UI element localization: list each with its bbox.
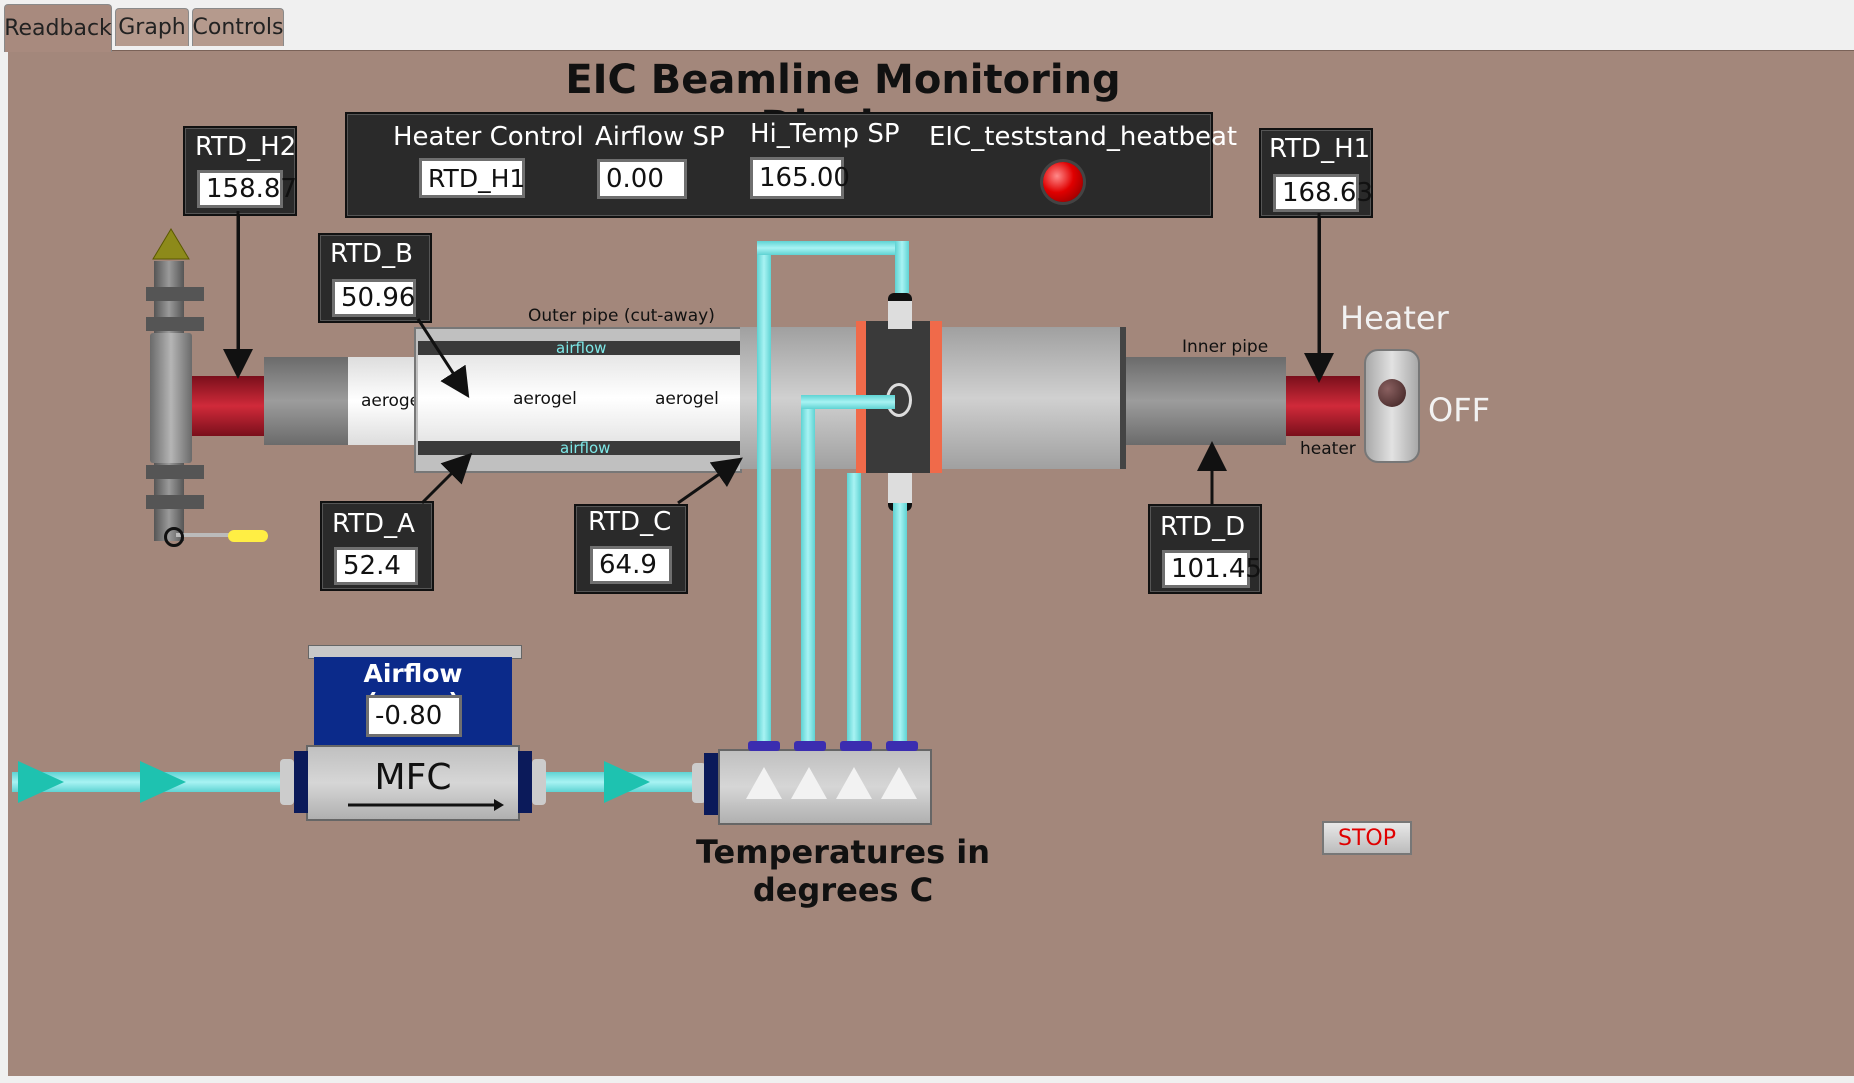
- rtd-h2-value: 158.87: [197, 170, 297, 208]
- mfc-inlet-flange: [294, 751, 308, 813]
- tube-1-vertical: [757, 241, 771, 747]
- heartbeat-label: EIC_teststand_heatbeat: [929, 122, 1238, 152]
- manifold-port-2: [794, 741, 826, 751]
- valve-flange-2: [146, 317, 204, 331]
- valve-cap-icon: [152, 228, 190, 260]
- flow-arrow-icon-2: [140, 761, 186, 803]
- rtd-h2-readout: RTD_H2 158.87: [183, 126, 297, 216]
- valve-handle: [176, 533, 244, 537]
- aerogel-left: [348, 357, 418, 445]
- stop-button[interactable]: STOP: [1322, 821, 1412, 855]
- manifold-port-3: [840, 741, 872, 751]
- rtd-b-label: RTD_B: [330, 239, 413, 269]
- rtd-a-readout: RTD_A 52.4: [320, 501, 434, 591]
- heater-state: OFF: [1428, 391, 1490, 429]
- manifold-port-1: [748, 741, 780, 751]
- left-heater: [192, 376, 266, 436]
- hi-temp-sp-label: Hi_Temp SP: [750, 119, 900, 149]
- rtd-d-label: RTD_D: [1160, 512, 1246, 542]
- mfc-outlet-flange: [518, 751, 532, 813]
- heater-toggle-switch[interactable]: [1364, 349, 1420, 463]
- airflow-sp-field[interactable]: 0.00: [597, 159, 687, 199]
- rtd-b-readout: RTD_B 50.96: [318, 233, 432, 323]
- rtd-b-value: 50.96: [332, 279, 416, 317]
- rtd-h2-label: RTD_H2: [195, 132, 297, 162]
- inner-pipe-right: [1126, 357, 1286, 445]
- mfc-body[interactable]: MFC: [306, 745, 520, 821]
- heartbeat-led-icon: [1043, 162, 1083, 202]
- rtd-c-label: RTD_C: [588, 507, 672, 537]
- mfc-inlet-cap: [280, 759, 294, 805]
- mfc-outlet-cap: [532, 759, 546, 805]
- rtd-h1-label: RTD_H1: [1269, 134, 1371, 164]
- flow-arrow-icon-3: [604, 761, 650, 803]
- rtd-a-value: 52.4: [334, 547, 418, 585]
- manifold-port-4: [886, 741, 918, 751]
- mfc-label: MFC: [374, 757, 452, 798]
- valve-flange-3: [146, 465, 204, 479]
- clamp-flange-right: [930, 321, 942, 473]
- readback-panel: EIC Beamline Monitoring Display Heater C…: [8, 50, 1854, 1076]
- tube-4-vertical: [893, 503, 907, 747]
- rtd-h1-readout: RTD_H1 168.63: [1259, 128, 1373, 218]
- manifold-inlet-cap: [692, 763, 706, 803]
- tube-2-top: [801, 395, 895, 409]
- rtd-b-arrow: [416, 318, 470, 399]
- flow-arrow-icon-1: [18, 761, 64, 803]
- tube-1-drop: [895, 241, 909, 293]
- airflow-meter-value: -0.80: [366, 695, 462, 737]
- heater-control-field[interactable]: RTD_H1: [419, 158, 525, 198]
- tab-readback[interactable]: Readback: [4, 4, 112, 52]
- rtd-a-arrow: [420, 452, 473, 505]
- right-heater: [1286, 376, 1360, 436]
- airflow-channel-bottom: [418, 441, 740, 455]
- left-inner-pipe: [264, 357, 350, 445]
- tab-controls[interactable]: Controls: [192, 8, 284, 46]
- outer-pipe-label: Outer pipe (cut-away): [528, 306, 715, 326]
- rtd-c-readout: RTD_C 64.9: [574, 504, 688, 594]
- valve-handle-grip: [228, 530, 268, 542]
- airflow-sp-label: Airflow SP: [595, 122, 725, 152]
- rtd-a-label: RTD_A: [332, 509, 415, 539]
- aerogel-core: [418, 355, 740, 441]
- manifold-inlet-flange: [704, 753, 718, 815]
- controls-box: Heater Control RTD_H1 Airflow SP 0.00 Hi…: [345, 112, 1237, 218]
- valve-flange-1: [146, 287, 204, 301]
- heater-toggle-knob-icon: [1378, 379, 1406, 407]
- manifold-triangle-icons: [746, 767, 917, 799]
- hi-temp-sp-field[interactable]: 165.00: [750, 157, 850, 199]
- tube-1-top: [757, 241, 909, 255]
- rtd-c-arrow: [677, 457, 743, 505]
- inner-pipe-label: Inner pipe: [1182, 337, 1269, 357]
- valve-flange-4: [146, 495, 204, 509]
- valve-pivot-icon: [164, 527, 184, 547]
- valve-body: [150, 333, 192, 463]
- temperature-units-note: Temperatures in degrees C: [695, 833, 991, 909]
- port-top: [888, 293, 912, 329]
- tab-graph[interactable]: Graph: [115, 8, 189, 46]
- heater-label: heater: [1300, 439, 1356, 459]
- heater-switch-label: Heater: [1340, 299, 1449, 337]
- rtd-c-value: 64.9: [590, 546, 672, 584]
- heater-control-label: Heater Control: [393, 122, 584, 152]
- airflow-meter-panel: Airflow (sccm) -0.80: [314, 657, 512, 749]
- aerogel-label-1: aerogel: [361, 391, 425, 411]
- aerogel-label-3: aerogel: [655, 389, 719, 409]
- airflow-channel-top: [418, 341, 740, 355]
- tube-2-vertical: [801, 395, 815, 747]
- rtd-d-value: 101.45: [1162, 550, 1262, 588]
- airflow-label-bottom: airflow: [560, 439, 611, 457]
- pointer-arrows: [223, 211, 1334, 505]
- rtd-d-readout: RTD_D 101.45: [1148, 504, 1262, 594]
- aerogel-label-2: aerogel: [513, 389, 577, 409]
- tube-3-vertical: [847, 473, 861, 747]
- mfc-flow-arrow-icon: [348, 799, 504, 811]
- rtd-h1-value: 168.63: [1273, 174, 1373, 212]
- airflow-label-top: airflow: [556, 339, 607, 357]
